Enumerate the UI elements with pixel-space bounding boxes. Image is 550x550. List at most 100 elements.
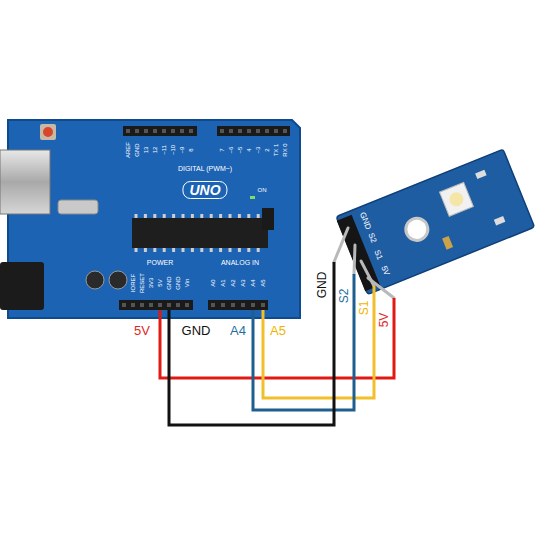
wire-s2 — [253, 274, 354, 410]
wires — [160, 262, 394, 425]
silkscreen-label: S2 — [366, 232, 377, 244]
pin-number: ~10 — [170, 145, 176, 155]
pin-number: 4 — [246, 148, 252, 151]
chip-pin — [163, 214, 166, 218]
pin-number: 3V3 — [148, 278, 154, 289]
pin-label: A5 — [270, 324, 286, 337]
header-hole — [162, 129, 166, 133]
header-hole — [122, 303, 126, 307]
pin-number: Vin — [184, 279, 190, 288]
header-hole — [231, 303, 235, 307]
header-hole — [211, 303, 215, 307]
header-hole — [140, 303, 144, 307]
chip-pin — [135, 214, 138, 218]
pin-number: 5V — [157, 279, 163, 286]
header-hole — [241, 303, 245, 307]
pin-number: AREF — [125, 142, 131, 158]
digital-header — [217, 126, 290, 136]
chip-pin — [219, 248, 222, 252]
header-hole — [261, 303, 265, 307]
pin-label: S1 — [358, 301, 370, 316]
sensor-chip — [440, 182, 474, 216]
header-hole — [265, 129, 269, 133]
silkscreen-label: S1 — [372, 249, 383, 261]
power-header — [119, 300, 193, 310]
pin-number: ~5 — [237, 147, 243, 154]
header-hole — [131, 303, 135, 307]
pin-number: GND — [175, 276, 181, 289]
pin-number: ~11 — [161, 145, 167, 155]
chip-pin — [210, 248, 213, 252]
chip-pin — [182, 248, 185, 252]
on-led — [250, 196, 255, 199]
header-hole — [220, 129, 224, 133]
header-pins — [334, 228, 394, 298]
pin-label: A4 — [230, 324, 246, 337]
pin-number: A1 — [220, 279, 226, 286]
pin-label: 5V — [378, 313, 390, 328]
chip-pin — [247, 248, 250, 252]
silkscreen-label: 5V — [379, 265, 390, 277]
sensor-window — [447, 190, 465, 208]
chip-pin — [172, 214, 175, 218]
wire-gnd — [169, 262, 334, 425]
header-hole — [126, 129, 130, 133]
header-hole — [251, 303, 255, 307]
chip-pin — [135, 248, 138, 252]
header-hole — [176, 303, 180, 307]
capacitor — [86, 271, 104, 289]
header-hole — [283, 129, 287, 133]
chip-pin — [229, 248, 232, 252]
silkscreen-label: POWER — [147, 259, 173, 266]
pin-number: A4 — [250, 279, 256, 286]
header-hole — [180, 129, 184, 133]
pin-number: TX 1 — [273, 144, 279, 157]
pin-number: 8 — [188, 148, 194, 151]
pin-number: A3 — [240, 279, 246, 286]
usb-jack — [0, 150, 50, 214]
header-hole — [189, 129, 193, 133]
header-hole — [238, 129, 242, 133]
chip-pin — [172, 248, 175, 252]
analog-header — [208, 300, 268, 310]
header-hole — [167, 303, 171, 307]
header-hole — [158, 303, 162, 307]
header-hole — [149, 303, 153, 307]
pin-number: 7 — [219, 148, 225, 151]
smd-part — [494, 216, 506, 225]
chip-pin — [144, 248, 147, 252]
reset-button — [43, 127, 53, 137]
header-hole — [185, 303, 189, 307]
pin-number: A2 — [230, 279, 236, 286]
chip-pin — [257, 214, 260, 218]
chip-pin — [200, 214, 203, 218]
chip-pin — [200, 248, 203, 252]
pin-number: 12 — [152, 147, 158, 154]
pin-label: S2 — [338, 289, 350, 304]
chip-pin — [257, 248, 260, 252]
chip-pin — [153, 248, 156, 252]
chip-pin — [210, 214, 213, 218]
silkscreen-label: ON — [258, 187, 267, 193]
pin-number: ~9 — [179, 147, 185, 154]
pin-number: IOREF — [130, 274, 136, 292]
chip-pin — [191, 248, 194, 252]
sensor-module — [335, 149, 534, 295]
chip-pin — [182, 214, 185, 218]
icsp-header — [262, 208, 274, 230]
pin-label: 5V — [134, 324, 150, 337]
power-jack — [0, 262, 44, 310]
pin-number: ~3 — [255, 147, 261, 154]
microcontroller-chip — [132, 218, 268, 248]
chip-pin — [144, 214, 147, 218]
header-hole — [256, 129, 260, 133]
digital-header — [123, 126, 197, 136]
pin-number: GND — [166, 276, 172, 289]
chip-pin — [238, 214, 241, 218]
chip-pin — [219, 214, 222, 218]
header-hole — [153, 129, 157, 133]
wire-s1 — [263, 286, 374, 398]
